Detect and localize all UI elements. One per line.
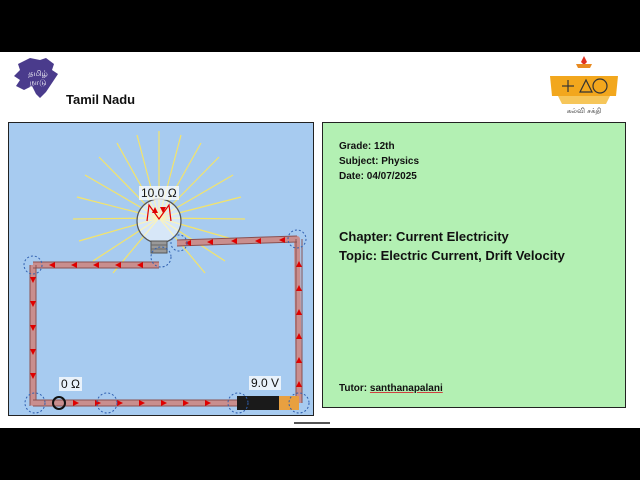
topic-text: Topic: Electric Current, Drift Velocity [339,248,565,263]
svg-text:நாடு: நாடு [30,78,46,87]
light-bulb [136,198,188,268]
svg-text:கல்வி சக்தி: கல்வி சக்தி [567,107,602,115]
grade-text: Grade: 12th [339,141,395,152]
circuit-simulation[interactable]: 10.0 Ω 0 Ω 9.0 V [8,122,314,416]
tutor-label: Tutor: [339,383,370,394]
svg-text:தமிழ்: தமிழ் [28,69,48,78]
region-name: Tamil Nadu [66,92,136,107]
slide: தமிழ் நாடு Tamil Nadu கல்வி சக்தி [0,52,640,428]
battery-voltage-label: 9.0 V [249,376,282,390]
wire-junctions [23,229,307,414]
slide-indicator [294,422,330,424]
chapter-text: Chapter: Current Electricity [339,229,509,244]
battery [227,392,310,414]
subject-text: Subject: Physics [339,156,420,167]
tutor-name: santhanapalani [369,383,443,394]
current-arrows [30,237,302,406]
date-text: Date: 04/07/2025 [339,171,417,182]
lesson-info-panel: Grade: 12th Subject: Physics Date: 04/07… [322,122,626,408]
switch-resistance-label: 0 Ω [59,377,82,391]
tamil-nadu-map-logo: தமிழ் நாடு [10,56,64,100]
circuit-canvas [23,131,310,414]
bulb-resistance-label: 10.0 Ω [139,186,179,200]
kalvi-logo: கல்வி சக்தி [546,54,622,116]
switch [52,392,118,414]
tutor-text: Tutor: santhanapalani [339,383,443,394]
